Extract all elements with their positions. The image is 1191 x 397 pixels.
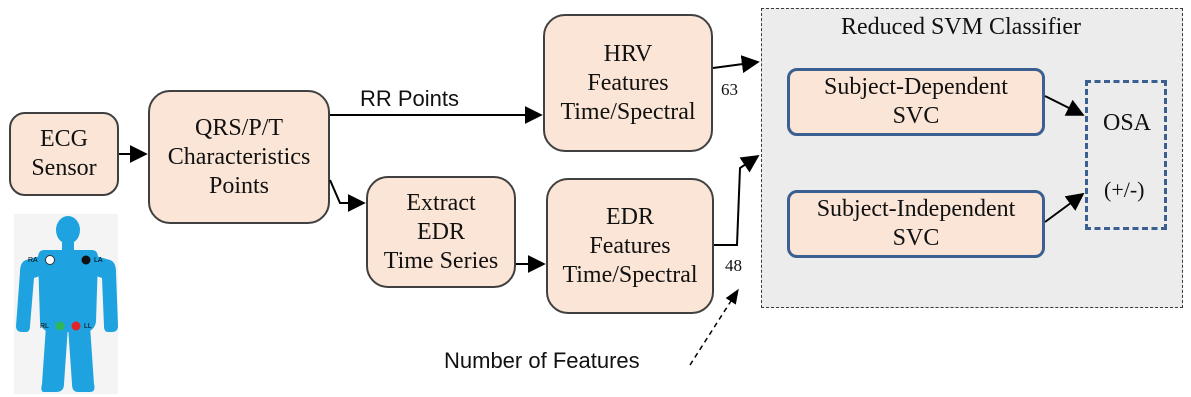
body-electrode-figure: RA LA RL LL	[14, 214, 118, 394]
arrow-number-of-features	[689, 288, 739, 366]
electrode-ra-dot	[45, 255, 55, 265]
rr-points-label: RR Points	[360, 86, 460, 111]
hrv-feature-count: 63	[721, 80, 738, 99]
ecg-sensor-line-1: ECG	[40, 126, 88, 152]
edr-feature-count: 48	[725, 256, 742, 275]
edr-features-line-1: EDR	[606, 203, 654, 230]
extract-edr-line-2: EDR	[417, 218, 465, 245]
extract-edr-line-3: Time Series	[383, 247, 499, 274]
hrv-features-box: HRV Features Time/Spectral	[543, 14, 713, 152]
hrv-line-1: HRV	[603, 40, 653, 67]
arrow-hrv-to-svm	[712, 55, 760, 74]
electrode-la-dot	[81, 255, 91, 265]
svc-independent-box: Subject-Independent SVC	[787, 190, 1045, 258]
body-right-leg	[68, 326, 95, 392]
svc-independent-line-1: Subject-Independent	[816, 196, 1016, 222]
hrv-line-2: Features	[587, 69, 669, 96]
body-head	[56, 216, 80, 244]
qrs-line-1: QRS/P/T	[194, 114, 284, 141]
electrode-la-label: LA	[94, 257, 103, 264]
arrow-edr-to-svm	[714, 155, 760, 246]
electrode-ll-label: LL	[84, 323, 92, 330]
svc-dependent-line-1: Subject-Dependent	[824, 74, 1008, 100]
svm-classifier-panel	[761, 8, 1183, 308]
arrow-svc-dependent-to-osa	[1044, 95, 1085, 116]
ecg-sensor-line-2: Sensor	[31, 155, 97, 181]
body-left-leg	[41, 326, 68, 392]
number-of-features-label: Number of Features	[444, 348, 640, 373]
body-torso	[38, 250, 98, 332]
ecg-sensor-box: ECG Sensor	[9, 112, 119, 196]
edr-features-line-3: Time/Spectral	[562, 261, 698, 288]
svm-panel-title: Reduced SVM Classifier	[841, 14, 1081, 40]
arrow-qrs-to-extract-edr	[329, 179, 366, 212]
svc-dependent-line-2: SVC	[892, 103, 940, 129]
qrs-line-3: Points	[208, 172, 270, 199]
body-right-arm	[96, 256, 118, 332]
electrode-ll-dot	[71, 321, 81, 331]
svc-independent-line-2: SVC	[892, 225, 940, 251]
body-left-arm	[16, 256, 40, 332]
hrv-line-3: Time/Spectral	[560, 98, 696, 125]
extract-edr-line-1: Extract	[406, 189, 476, 216]
electrode-rl-dot	[55, 321, 65, 331]
qrs-line-2: Characteristics	[167, 143, 311, 170]
osa-sign-label: (+/-)	[1104, 177, 1145, 202]
osa-label: OSA	[1103, 110, 1152, 136]
electrode-rl-label: RL	[40, 323, 49, 330]
arrow-svc-independent-to-osa	[1044, 192, 1085, 223]
edr-features-box: EDR Features Time/Spectral	[546, 178, 714, 314]
electrode-ra-label: RA	[28, 257, 38, 264]
body-neck	[62, 240, 74, 250]
edr-features-line-2: Features	[589, 232, 671, 259]
svc-dependent-box: Subject-Dependent SVC	[787, 68, 1045, 136]
osa-output-box	[1085, 80, 1167, 230]
qrs-box: QRS/P/T Characteristics Points	[148, 90, 330, 224]
extract-edr-box: Extract EDR Time Series	[366, 176, 516, 288]
